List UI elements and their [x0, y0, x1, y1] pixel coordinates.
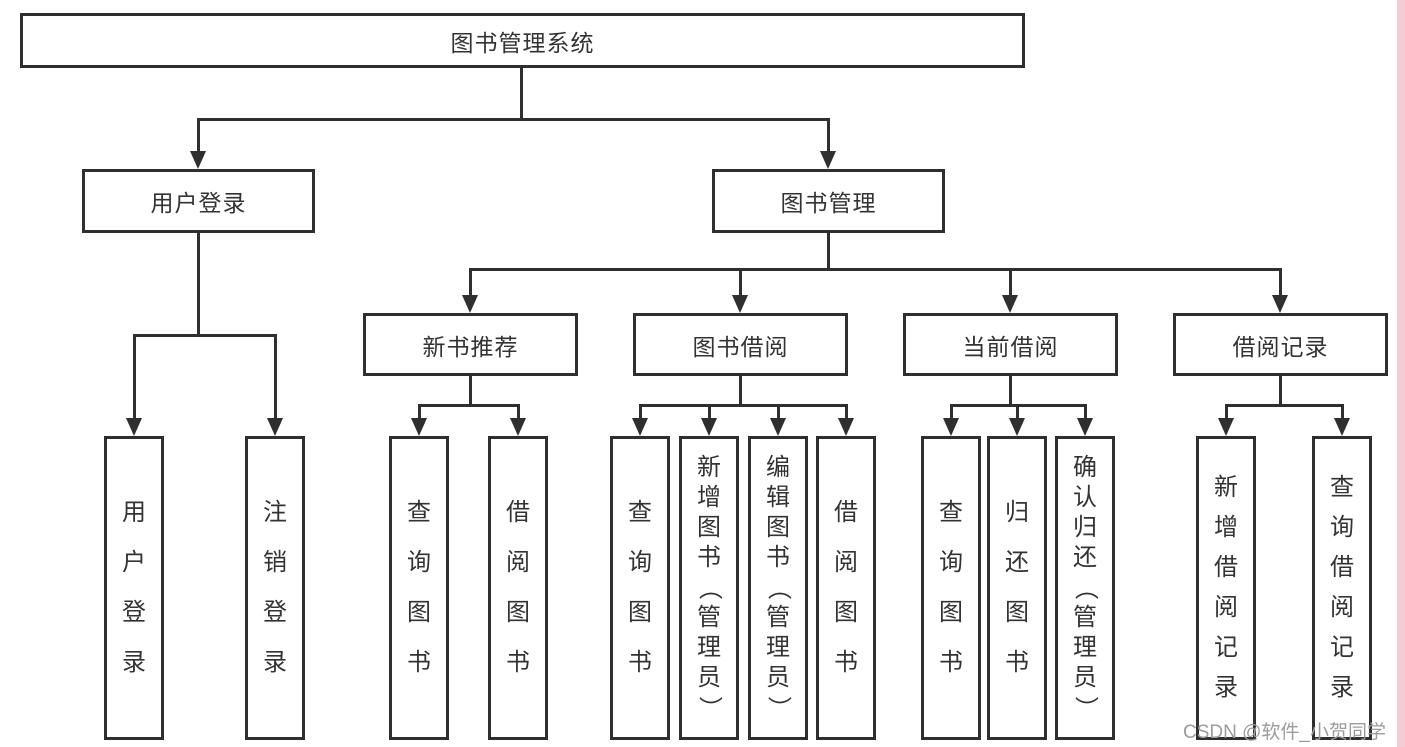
line-v: [1009, 268, 1012, 297]
arrow-down-icon: [732, 295, 748, 313]
leaf-cb-return-books: 归还图书: [987, 436, 1047, 740]
node-new-book-recommend: 新书推荐: [363, 313, 578, 376]
line-v: [469, 376, 472, 407]
line-v: [1341, 404, 1344, 420]
leaf-br-query-record: 查询借阅记录: [1312, 436, 1372, 740]
line-v: [1009, 376, 1012, 407]
arrow-down-icon: [462, 295, 478, 313]
node-current-borrowing: 当前借阅: [903, 313, 1118, 376]
line-v: [739, 376, 742, 407]
arrow-down-icon: [510, 418, 526, 436]
arrow-down-icon: [1002, 295, 1018, 313]
line-v: [1225, 404, 1228, 420]
line-v: [827, 118, 830, 154]
arrow-down-icon: [701, 418, 717, 436]
arrow-down-icon: [1009, 418, 1025, 436]
arrow-down-icon: [1334, 418, 1350, 436]
arrow-down-icon: [1218, 418, 1234, 436]
line-v: [777, 404, 780, 420]
line-v: [1279, 376, 1282, 407]
leaf-bb-query-books: 查询图书: [610, 436, 670, 740]
leaf-user-login: 用户登录: [104, 436, 164, 740]
arrow-down-icon: [411, 418, 427, 436]
node-root: 图书管理系统: [20, 13, 1025, 68]
line-v: [1084, 404, 1087, 420]
line-v: [1279, 268, 1282, 297]
line-h: [1225, 404, 1344, 407]
line-v: [845, 404, 848, 420]
line-h: [418, 404, 520, 407]
line-v: [708, 404, 711, 420]
leaf-nbr-borrow-books: 借阅图书: [488, 436, 548, 740]
line-v: [469, 268, 472, 297]
node-user-login: 用户登录: [82, 169, 315, 233]
line-v: [197, 233, 200, 337]
line-v: [274, 334, 277, 420]
leaf-cb-query-books: 查询图书: [921, 436, 981, 740]
leaf-cb-confirm-return: 确认归还（管理员）: [1055, 436, 1115, 740]
line-v: [639, 404, 642, 420]
arrow-down-icon: [820, 151, 836, 169]
leaf-logout-login: 注销登录: [245, 436, 305, 740]
line-v: [197, 118, 200, 154]
line-v: [517, 404, 520, 420]
line-v: [418, 404, 421, 420]
line-v: [739, 268, 742, 297]
arrow-down-icon: [267, 418, 283, 436]
line-v: [133, 334, 136, 420]
arrow-down-icon: [1077, 418, 1093, 436]
leaf-nbr-query-books: 查询图书: [389, 436, 449, 740]
arrow-down-icon: [838, 418, 854, 436]
node-book-borrowing: 图书借阅: [633, 313, 848, 376]
leaf-bb-borrow-books: 借阅图书: [816, 436, 876, 740]
arrow-down-icon: [632, 418, 648, 436]
line-h: [639, 404, 848, 407]
line-v: [520, 68, 523, 121]
line-v: [1016, 404, 1019, 420]
node-book-management: 图书管理: [712, 169, 945, 233]
arrow-down-icon: [943, 418, 959, 436]
right-edge-strip: [1397, 0, 1405, 747]
arrow-down-icon: [1272, 295, 1288, 313]
arrow-down-icon: [190, 151, 206, 169]
leaf-bb-add-books: 新增图书（管理员）: [679, 436, 739, 740]
leaf-br-add-record: 新增借阅记录: [1196, 436, 1256, 740]
watermark: CSDN @软件_小贺同学: [1183, 722, 1386, 743]
arrow-down-icon: [770, 418, 786, 436]
line-h: [197, 118, 830, 121]
line-v: [950, 404, 953, 420]
arrow-down-icon: [126, 418, 142, 436]
line-v: [827, 233, 830, 271]
line-h: [469, 268, 1282, 271]
line-h: [133, 334, 277, 337]
leaf-bb-edit-books: 编辑图书（管理员）: [748, 436, 808, 740]
node-borrowing-records: 借阅记录: [1173, 313, 1388, 376]
